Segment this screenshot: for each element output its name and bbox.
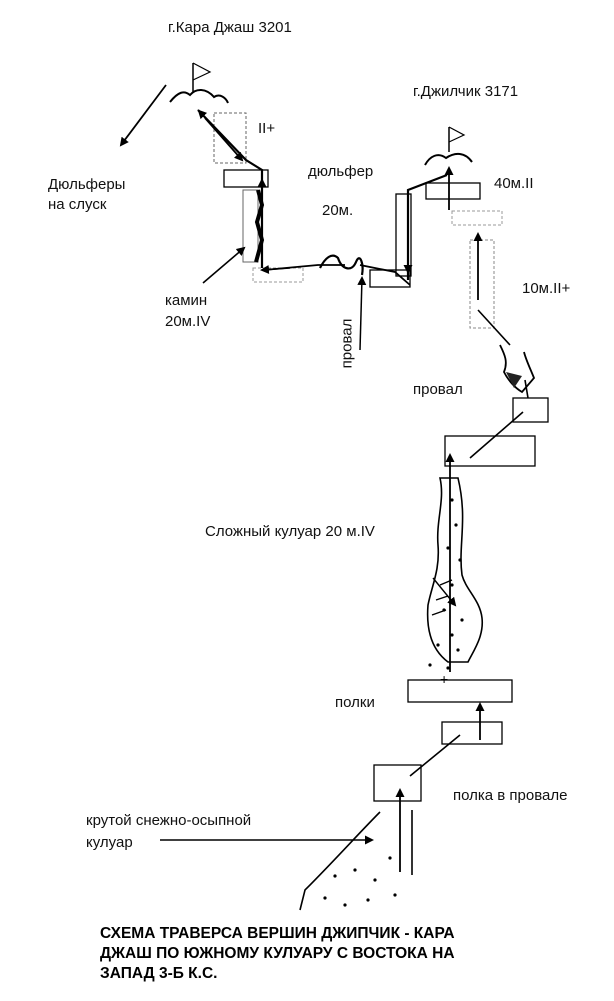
route-line — [409, 734, 461, 777]
rappel-label: дюльфер — [308, 163, 374, 180]
complex-couloir-label: Сложный кулуар 20 м.IV — [205, 523, 375, 540]
summit-ledge-box — [425, 182, 481, 200]
ledge-box — [223, 169, 269, 188]
ledge-box — [441, 721, 503, 745]
ledge-in-gap-label: полка в провале — [453, 787, 568, 804]
route-line — [477, 309, 511, 346]
chimney-rock — [254, 189, 265, 263]
callout-arrow — [202, 246, 246, 284]
gap-rock — [499, 344, 536, 394]
grade-ii-plus-label: II+ — [258, 120, 276, 137]
caption-line-3: ЗАПАД 3-Б К.С. — [100, 965, 218, 982]
route-line — [524, 379, 529, 399]
pitch-10m-label: 10м.II+ — [522, 280, 571, 297]
route-line — [469, 411, 524, 459]
ledges-label: полки — [335, 694, 375, 711]
kara-peak-label: г.Кара Джаш 3201 — [168, 19, 292, 36]
ledge-box — [407, 679, 513, 703]
pitch-box — [213, 112, 247, 164]
scree-dots — [323, 856, 397, 907]
gap-rock-shadow — [506, 372, 522, 388]
dzhil-peak-label: г.Джилчик 3171 — [413, 83, 519, 100]
callout-arrow — [432, 577, 457, 607]
route-line — [197, 109, 264, 268]
ledge-box — [444, 435, 536, 467]
route-line — [359, 264, 411, 286]
gap-label: провал — [413, 381, 463, 398]
rappel-box — [395, 193, 412, 277]
couloir-outline — [426, 477, 484, 663]
steep-couloir-label-line2: кулуар — [86, 834, 133, 851]
dzhil-summit-flag-icon — [448, 126, 466, 152]
ledge-box — [252, 267, 304, 283]
route-arrow — [204, 117, 244, 162]
ledge-box — [373, 764, 422, 802]
ledge-box — [512, 397, 549, 423]
descent-arrow — [119, 84, 167, 147]
steep-couloir-label-line1: крутой снежно-осыпной — [86, 812, 252, 829]
kara-ridge-line — [169, 89, 229, 104]
gap-vertical-label: провал — [338, 318, 356, 369]
chimney-box — [242, 189, 259, 263]
caption-line-2: ДЖАШ ПО ЮЖНОМУ КУЛУАРУ С ВОСТОКА НА — [100, 945, 455, 962]
route-line — [406, 173, 448, 280]
lower-couloir-outline — [299, 811, 381, 911]
cross-mark: + — [440, 671, 448, 687]
chimney-label-line2: 20м.IV — [165, 313, 211, 330]
gap-rock — [319, 254, 364, 276]
rappels-label-line1: Дюльферы — [48, 176, 126, 193]
kara-summit-flag-icon — [192, 62, 212, 92]
ledge-box — [369, 269, 411, 288]
scree-dots — [428, 498, 464, 670]
pitch-40m-label: 40м.II — [494, 175, 534, 192]
diagram-caption: СХЕМА ТРАВЕРСА ВЕРШИН ДЖИПЧИК - КАРА ДЖА… — [100, 924, 455, 984]
route-arrow — [260, 265, 291, 274]
caption-line-1: СХЕМА ТРАВЕРСА ВЕРШИН ДЖИПЧИК - КАРА — [100, 925, 455, 942]
ledge-box — [451, 210, 503, 226]
dzhil-ridge-line — [424, 152, 473, 166]
chimney-label-line1: камин — [165, 292, 208, 309]
rappels-label-line2: на слуск — [48, 196, 107, 213]
rappel-length-label: 20м. — [322, 202, 354, 219]
callout-arrow — [357, 276, 367, 351]
